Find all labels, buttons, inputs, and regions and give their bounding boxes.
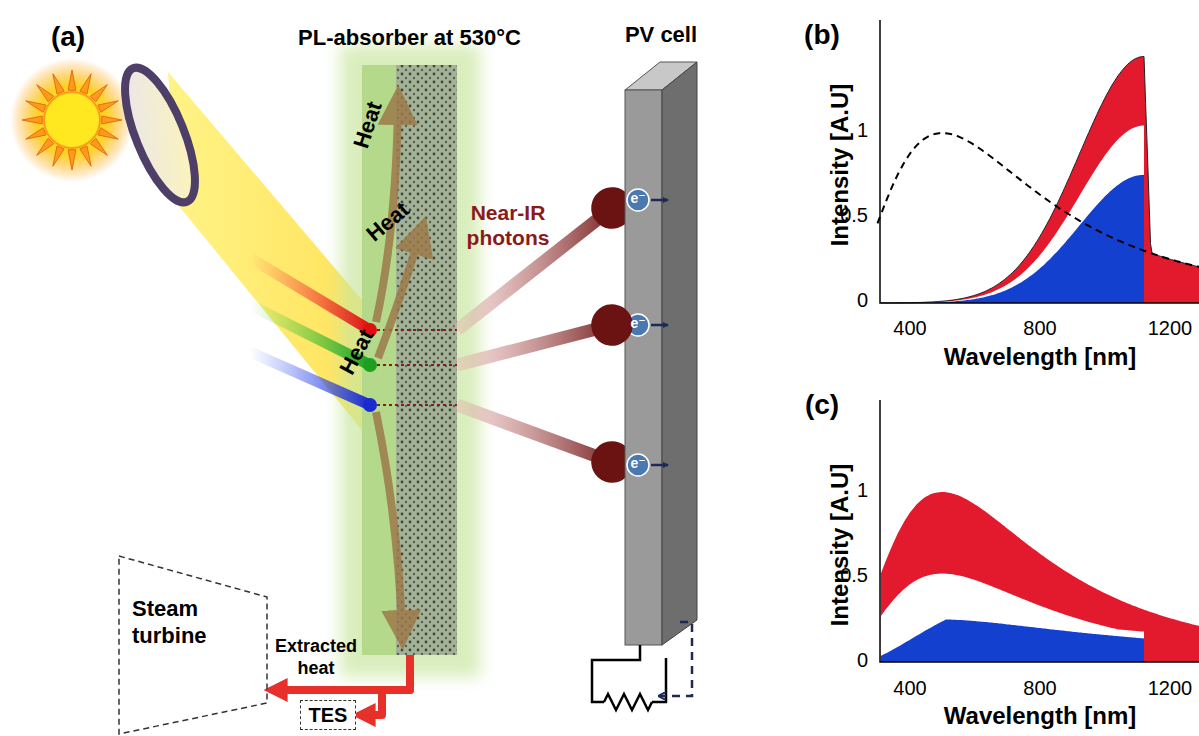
sun-ray (80, 146, 91, 166)
node-heading: PV cell (625, 22, 697, 48)
absorber-slab: PL-absorber at 530°C (362, 65, 457, 655)
electron (627, 314, 649, 336)
blue-area (881, 175, 1144, 303)
dotted-guides (377, 330, 457, 405)
pv-cell: PV cell (625, 62, 697, 645)
sun-ray (90, 138, 107, 155)
tick-label: 0 (857, 649, 868, 671)
electron-arrow (651, 199, 668, 202)
white-area (881, 126, 1144, 304)
light-cone (168, 72, 362, 430)
node-heading: PL-absorber at 530°C (298, 25, 521, 51)
pv-side-face (662, 62, 697, 645)
tick-label: 800 (1023, 677, 1056, 699)
electrons (627, 189, 668, 476)
sun-ray (102, 116, 122, 124)
axis-title: Intensity [A.U] (827, 464, 853, 627)
sun-ray (26, 101, 46, 112)
heat-label: Heat (362, 197, 414, 246)
ir-beam (457, 405, 612, 462)
node-text: Steam turbine (132, 595, 237, 649)
heat-arrows (376, 105, 420, 630)
sun-ray (22, 116, 42, 124)
tick-label: 1200 (1148, 317, 1193, 339)
sun-ray (90, 85, 107, 102)
blue-dot (363, 398, 377, 412)
electron-label: e⁻ (630, 316, 645, 331)
sun-ray (68, 70, 76, 90)
tes-box: TES (300, 700, 356, 730)
sun-disc (44, 92, 100, 148)
electron-arrow (651, 464, 668, 467)
edge-label: Near-IR photons (462, 200, 554, 250)
tick-label: 800 (1023, 317, 1056, 339)
sun-ray (53, 74, 64, 94)
axis-title: Wavelength [nm] (944, 344, 1136, 370)
connector (366, 655, 410, 715)
absorber-face (362, 65, 396, 655)
tick-label: 0.5 (840, 564, 868, 586)
sun-ray (98, 128, 118, 139)
panel-letter: (a) (51, 22, 85, 53)
steam-turbine: Steam turbine (118, 555, 268, 735)
tick-label: 400 (893, 317, 926, 339)
sun-ray (53, 146, 64, 166)
heat-arrow (376, 412, 402, 630)
connector (457, 325, 612, 365)
chart-axes (880, 20, 1199, 662)
electron-label: e⁻ (630, 191, 645, 206)
chart-c (881, 492, 1199, 662)
axis-line (880, 20, 1199, 303)
sun-ray (80, 74, 91, 94)
tick-label: 400 (893, 677, 926, 699)
node-text: TES (309, 704, 348, 727)
sun-ray (98, 101, 118, 112)
white-area (881, 574, 1144, 662)
sun-rays (22, 70, 122, 170)
circuit-wire (592, 645, 666, 702)
edge-label: Extracted heat (270, 635, 362, 679)
tick-label: 1 (857, 479, 868, 501)
axis-line (880, 400, 1199, 662)
dotted-guide (377, 404, 457, 406)
axis-title: Wavelength [nm] (944, 703, 1136, 729)
sun-ray (26, 128, 46, 139)
red-area (881, 57, 1199, 304)
blue-area (881, 620, 1144, 663)
tick-label: 0 (857, 289, 868, 311)
blackbody-curve (878, 133, 1199, 268)
electron-label: e⁻ (630, 456, 645, 471)
absorber-texture (396, 65, 457, 655)
heat-label: Heat (349, 99, 387, 152)
electron-arrow (651, 324, 668, 327)
heat-label: Heat (335, 325, 379, 378)
electron (627, 189, 649, 211)
lens (111, 59, 209, 210)
dotted-guide (377, 364, 457, 366)
curve-outline (881, 57, 1199, 303)
sun-ray (37, 138, 54, 155)
resistor-symbol (604, 694, 652, 710)
current-arrow (660, 622, 692, 696)
red-area (881, 492, 1199, 662)
tick-label: 1200 (1148, 677, 1193, 699)
tick-label: 0.5 (840, 204, 868, 226)
panel-letter: (b) (804, 20, 840, 51)
sun-ray (37, 85, 54, 102)
panel-letter: (c) (805, 390, 839, 421)
sun-glow (10, 58, 134, 182)
turbine-trapezoid (119, 556, 267, 734)
electron (627, 454, 649, 476)
tick-label: 1 (857, 119, 868, 141)
sun-ray (68, 150, 76, 170)
pv-front-face (625, 90, 662, 645)
chart-b (878, 57, 1199, 304)
heat-arrow (378, 235, 420, 358)
